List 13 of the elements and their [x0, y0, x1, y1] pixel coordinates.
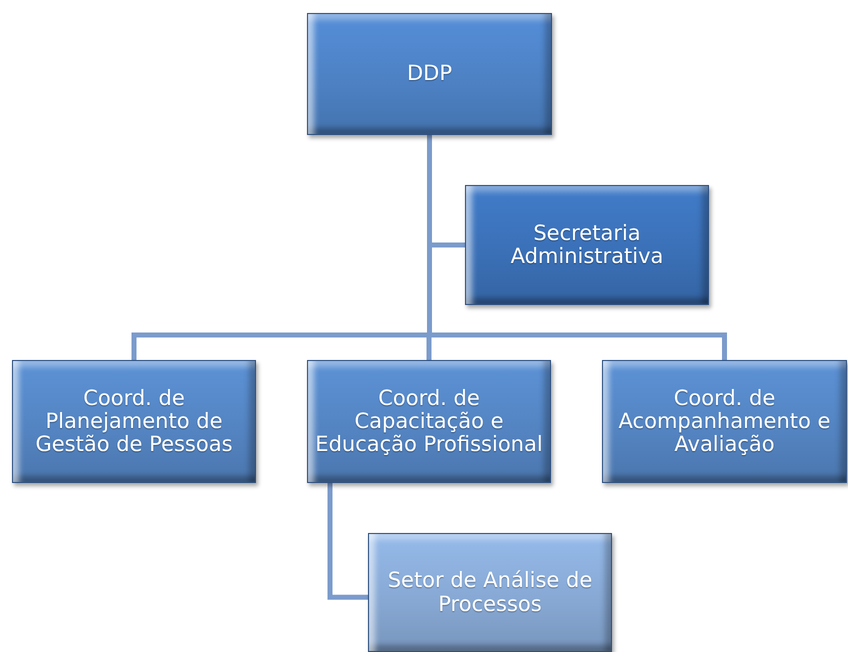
- box-label: Secretaria Administrativa: [510, 222, 664, 268]
- org-box: [465, 185, 709, 305]
- box-label: DDP: [406, 62, 453, 86]
- org-box: [307, 13, 552, 135]
- org-box: [602, 360, 847, 483]
- box-label: Coord. de Acompanhamento e Avaliação: [618, 386, 832, 456]
- box-label: Coord. de Capacitação e Educação Profissional: [314, 386, 544, 456]
- org-box: [12, 360, 256, 483]
- connector-line: [328, 483, 368, 600]
- org-box: [307, 360, 551, 483]
- org-box: [368, 533, 612, 652]
- box-label: Setor de Análise de Processos: [386, 569, 594, 616]
- box-label: Coord. de Planejamento de Gestão de Pessoas: [34, 386, 234, 456]
